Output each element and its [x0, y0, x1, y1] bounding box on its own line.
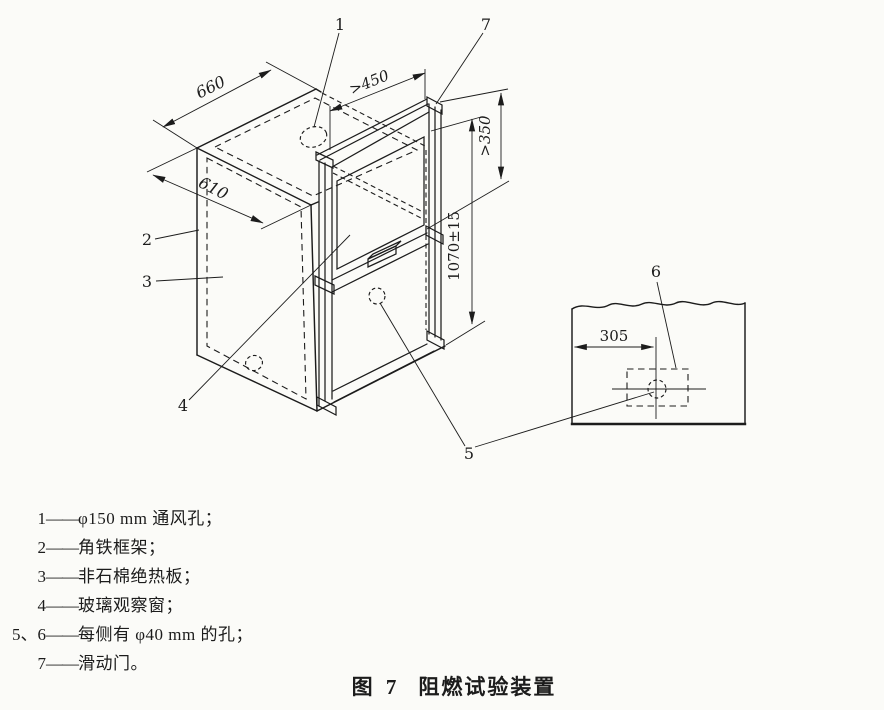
dim-1070-text: 1070±15	[445, 211, 463, 281]
part-label-6: 6	[651, 262, 661, 281]
legend-num: 2	[37, 538, 47, 557]
dimension-610: 610	[146, 147, 312, 230]
dim-305-text: 305	[600, 327, 629, 345]
dimension-total-height: 1070±15	[430, 116, 486, 346]
inner-side-hole	[368, 287, 386, 305]
figure-caption: 图 7 阻燃试验装置	[12, 671, 884, 701]
figure-title: 阻燃试验装置	[418, 675, 557, 699]
legend-dash: ——	[46, 625, 79, 644]
legend-item-5-6: 5、6——每侧有 φ40 mm 的孔；	[8, 626, 438, 644]
hole-crosshair	[612, 337, 706, 419]
left-face-inset	[206, 157, 307, 400]
detail-side-hole	[647, 379, 667, 399]
top-face-inset	[213, 97, 419, 197]
part-label-4: 4	[178, 396, 188, 415]
dimension-door-opening-height: >350	[426, 88, 510, 230]
dim-350-text: >350	[476, 115, 494, 157]
figure-drawing: 660 610 >450 >350 1070±15	[142, 15, 747, 463]
legend-num: 5、6	[12, 625, 46, 644]
door-handle	[367, 240, 402, 268]
dim-610-text: 610	[196, 173, 232, 204]
part-label-5: 5	[464, 444, 474, 463]
legend-num: 7	[37, 654, 47, 673]
detail-view: 305	[570, 300, 747, 426]
vent-hole	[299, 126, 328, 148]
part-label-7: 7	[481, 15, 491, 34]
part-label-2: 2	[142, 230, 152, 249]
legend-num: 4	[37, 596, 47, 615]
hole-zone-dashed-rect	[626, 368, 689, 407]
legend-text: φ150 mm 通风孔；	[78, 509, 223, 528]
part-labels: 1 7 2 3 4 5 6	[142, 15, 661, 463]
part-label-3: 3	[142, 272, 152, 291]
legend-item-2: 2——角铁框架；	[8, 539, 438, 557]
dim-450-text: >450	[347, 66, 392, 98]
dimension-660: 660	[152, 61, 317, 149]
cabinet-interior	[332, 287, 435, 403]
legend-item-7: 7——滑动门。	[8, 655, 438, 673]
legend-text: 玻璃观察窗；	[78, 596, 183, 615]
legend-dash: ——	[46, 567, 79, 586]
break-line-wavy	[571, 300, 746, 310]
figure-number: 图 7	[351, 675, 401, 699]
legend-num: 3	[37, 567, 47, 586]
legend-dash: ——	[46, 654, 79, 673]
leader-lines	[154, 32, 677, 448]
dimension-door-width: >450	[329, 66, 426, 150]
part-label-1: 1	[335, 15, 345, 34]
legend-text: 角铁框架；	[78, 538, 166, 557]
legend-dash: ——	[46, 538, 79, 557]
legend-text: 非石棉绝热板；	[78, 567, 201, 586]
legend-item-1: 1——φ150 mm 通风孔；	[8, 510, 438, 528]
glass-window	[336, 135, 425, 271]
legend-dash: ——	[46, 596, 79, 615]
legend-text: 每侧有 φ40 mm 的孔；	[78, 625, 254, 644]
legend-text: 滑动门。	[78, 654, 148, 673]
legend-item-3: 3——非石棉绝热板；	[8, 568, 438, 586]
dim-660-text: 660	[193, 72, 229, 103]
dimension-hole-offset: 305	[573, 327, 655, 351]
legend-dash: ——	[46, 509, 79, 528]
legend-num: 1	[37, 509, 47, 528]
legend-item-4: 4——玻璃观察窗；	[8, 597, 438, 615]
left-side-hole	[244, 354, 264, 372]
legend: 1——φ150 mm 通风孔； 2——角铁框架； 3——非石棉绝热板； 4——玻…	[8, 510, 438, 684]
cabinet-body	[196, 88, 446, 412]
